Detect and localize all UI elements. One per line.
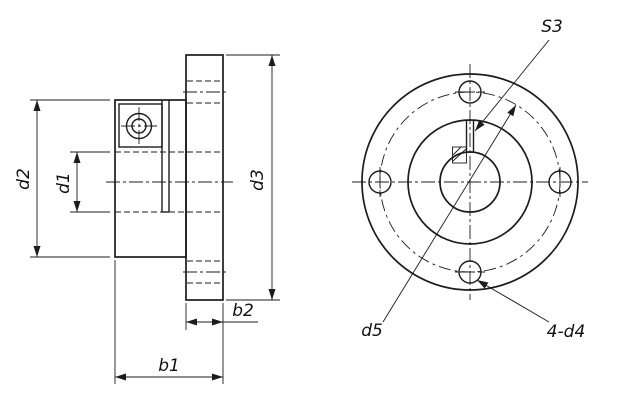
arrowhead: [212, 373, 223, 381]
dimension-d1: d1: [54, 151, 110, 213]
dimension-d3: d3: [226, 54, 280, 301]
arrowhead: [73, 152, 81, 163]
arrowhead: [186, 318, 197, 326]
dimension-label-d1: d1: [54, 172, 74, 194]
leader-line: [476, 279, 550, 323]
flange-outer-circle: [361, 73, 579, 291]
dimension-label-d2: d2: [14, 168, 34, 190]
arrowhead: [507, 105, 516, 117]
arrowhead: [268, 55, 276, 66]
bolt-circle: [379, 91, 561, 273]
side-view: [106, 54, 233, 301]
front-view: [352, 64, 588, 300]
callout-label-d5: d5: [361, 321, 383, 341]
arrowhead: [33, 246, 41, 257]
arrowhead: [212, 318, 223, 326]
step-outline: [452, 146, 467, 164]
arrowhead: [475, 120, 485, 131]
dimension-b2: b2: [185, 301, 258, 384]
slit-step-detail: [452, 146, 467, 164]
flange-bolt-hole-top-hidden: [183, 80, 226, 104]
callout-d5: d5: [361, 104, 517, 341]
flange-bolt-hole-bottom-hidden: [183, 260, 226, 284]
arrowhead: [115, 373, 126, 381]
hatch-line: [452, 146, 462, 156]
callout-s3: S3: [474, 17, 563, 132]
dimension-b1: b1: [114, 260, 223, 384]
callout-label-s3: S3: [541, 17, 563, 37]
flange-outline: [185, 54, 224, 301]
hatch-line: [452, 148, 467, 162]
hub-circle: [407, 119, 533, 245]
clamp-boss-outline: [118, 103, 163, 148]
callout-4-d4: 4-d4: [476, 279, 586, 342]
arrowhead: [268, 289, 276, 300]
callout-label-4-d4: 4-d4: [547, 322, 586, 342]
dimension-d2: d2: [14, 99, 110, 258]
leader-line: [382, 104, 517, 323]
dimension-label-b1: b1: [158, 356, 180, 376]
arrowhead: [33, 100, 41, 111]
hub-outline: [114, 99, 187, 258]
bore-circle: [439, 151, 501, 213]
arrowhead: [73, 201, 81, 212]
arrowhead: [477, 280, 489, 289]
leader-line: [474, 39, 550, 132]
dimension-label-d3: d3: [248, 169, 268, 191]
dimension-label-b2: b2: [232, 301, 254, 321]
